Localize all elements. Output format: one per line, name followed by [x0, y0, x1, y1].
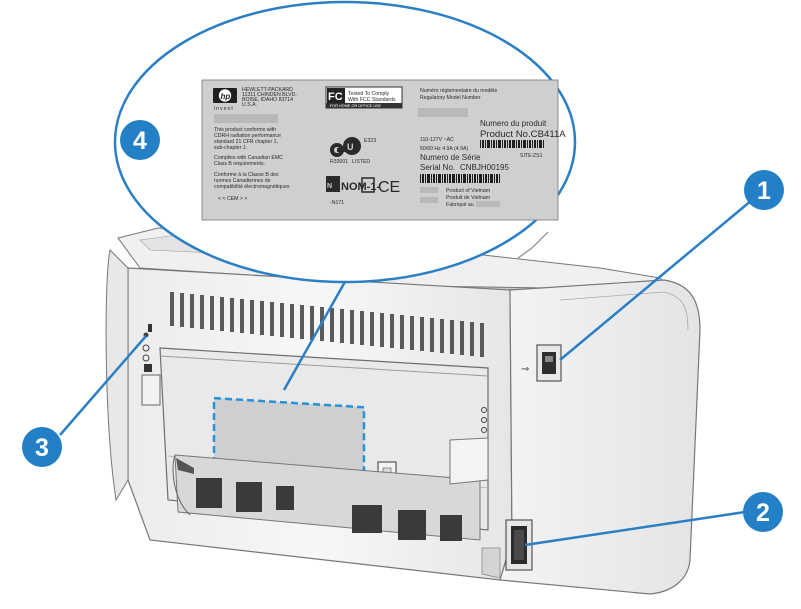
cert-code-2: E323: [364, 138, 376, 144]
cem-tag: < < CEM > >: [218, 196, 247, 202]
label-magnifier: hp HEWLETT-PACKARD 11311 CHINDEN BLVD. B…: [115, 2, 575, 282]
fcc-line-2: With FCC Standards: [348, 97, 396, 103]
svg-text:hp: hp: [221, 92, 231, 101]
callout-badge-1: 1: [744, 170, 784, 210]
callout-number-1: 1: [757, 177, 771, 205]
invent-text: invent: [214, 106, 234, 112]
callout-number-3: 3: [35, 434, 49, 462]
serial-en: Serial No.: [420, 163, 455, 172]
rcm-tag: -N171: [330, 200, 344, 206]
origin-line-1: Product of Vietnam: [446, 188, 490, 194]
callout-badge-2: 2: [743, 492, 783, 532]
printer: ⇝: [106, 228, 700, 594]
usb-port[interactable]: [537, 345, 561, 381]
product-no: Product No.CB411A: [480, 129, 566, 140]
svg-text:N: N: [327, 183, 332, 190]
callout-number-2: 2: [756, 499, 770, 527]
serial-barcode: [420, 174, 500, 183]
callout-badge-3: 3: [22, 427, 62, 467]
voltage-text: 110-127V ~AC: [420, 137, 454, 143]
listed-text: LISTED: [352, 159, 370, 165]
cdrh-line-4: sub-chapter J.: [214, 145, 247, 151]
model-line-2: Regulatory Model Number: [420, 95, 481, 101]
product-no-fr: Numero du produit: [480, 119, 547, 128]
fcc-mark: FC Tested To Comply With FCC Standards F…: [326, 87, 402, 108]
fcc-logo: FC: [328, 91, 343, 103]
product-barcode: [480, 140, 544, 148]
cem-line-3: compatibilité électromagnétiques: [214, 184, 290, 190]
company-line-4: U.S.A.: [242, 102, 257, 108]
current-text: 50/60 Hz 4.9A (4.9A): [420, 146, 468, 152]
origin-line-3: Fabriqué au: [446, 202, 474, 208]
ce-mark: CE: [378, 179, 400, 196]
ul-icon: U: [347, 142, 354, 152]
serial-value: CNBJH00195: [460, 163, 509, 172]
cert-code: R33001: [330, 159, 348, 165]
serial-fr: Numero de Série: [420, 153, 481, 162]
model-line-1: Numéro réglementaire du modèle: [420, 88, 497, 94]
hp-logo: hp: [213, 88, 237, 103]
origin-line-2: Produit de Vietnam: [446, 195, 490, 201]
site-text: SITE:ZS1: [520, 153, 543, 159]
callout-badge-4: 4: [120, 120, 160, 160]
fcc-footer: FOR HOME OR OFFICE USE: [330, 104, 382, 108]
emc-line-2: Class B requirements.: [214, 161, 265, 167]
usb-icon: ⇝: [521, 364, 529, 375]
callout-number-4: 4: [133, 127, 147, 155]
